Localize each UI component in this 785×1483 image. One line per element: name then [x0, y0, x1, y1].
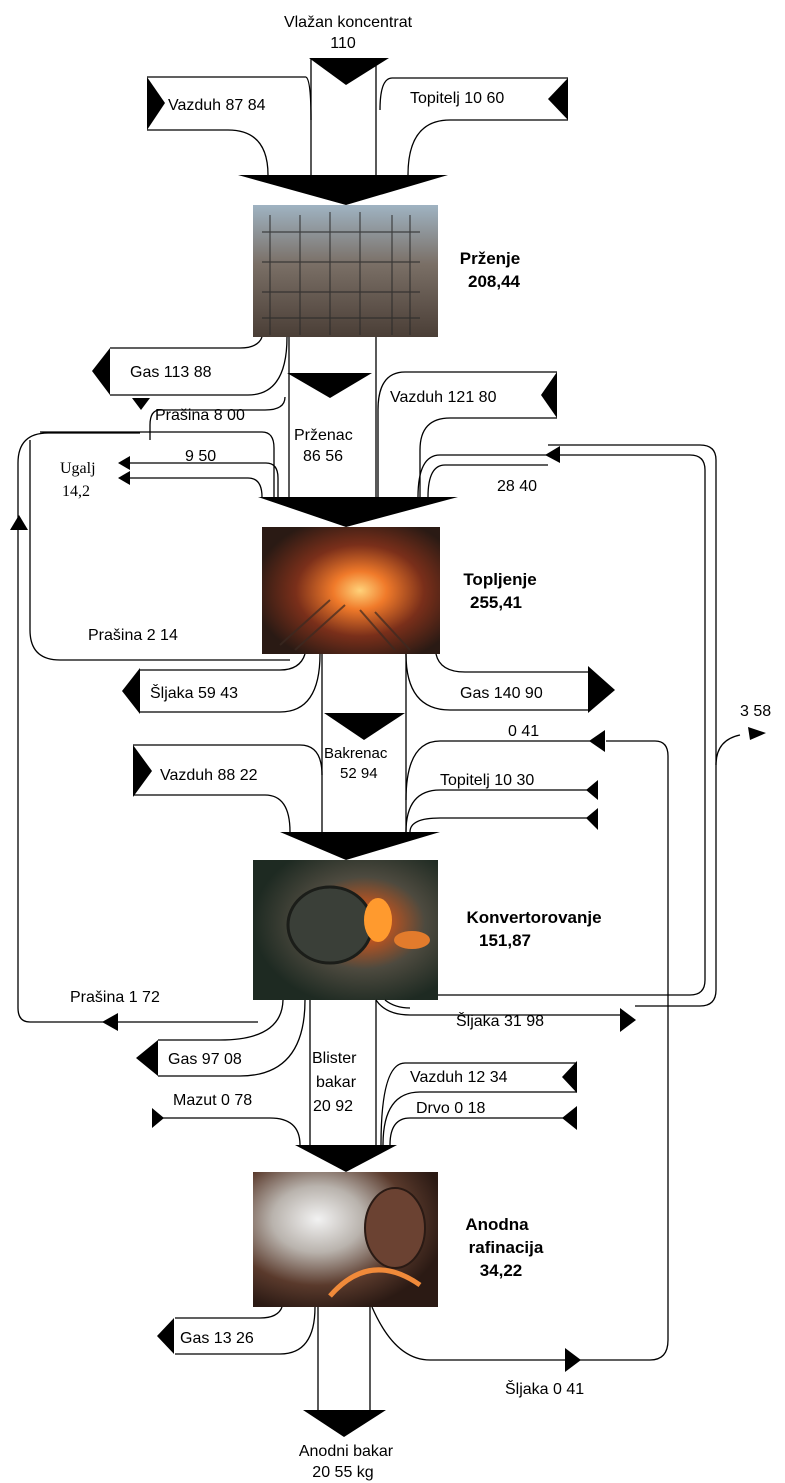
matte-label-1: Bakrenac [324, 745, 388, 762]
converting-value: 151,87 [479, 931, 531, 950]
recycle-950-label: 9 50 [185, 448, 216, 465]
blister-flow: Blister bakar 20 92 [309, 1000, 377, 1145]
recycle-041-line: 0 41 [405, 723, 669, 1361]
air-roast-label: Vazduh 87 84 [168, 97, 266, 114]
air-smelt-label: Vazduh 121 80 [390, 389, 497, 406]
fuel-ref-label: Mazut 0 78 [173, 1092, 252, 1109]
anode-casting-wheel [328, 1267, 422, 1298]
flux-roast-label: Topitelj 10 60 [410, 90, 504, 107]
flux-conv-inflow: Topitelj 10 30 [405, 772, 598, 833]
flux-conv-label: Topitelj 10 30 [440, 772, 534, 789]
matte-label-2: 52 94 [340, 765, 378, 782]
calcine-flow: Prženac 86 56 [287, 337, 377, 497]
dust-roast-outflow: Prašina 8 00 [132, 396, 286, 440]
output-358-label: 3 58 [740, 703, 771, 720]
slag-conv-outflow: Šljaka 31 98 [375, 999, 636, 1032]
roasting-plant-photo [253, 205, 438, 337]
matte-flow: Bakrenac 52 94 [321, 654, 407, 832]
refining-name-1: Anodna [465, 1215, 529, 1234]
converter-vessel [286, 885, 374, 965]
conv-feed-arrowhead [280, 832, 440, 860]
blister-label-1: Blister [312, 1050, 357, 1067]
smelting-value: 255,41 [470, 593, 522, 612]
wood-ref-inflow: Drvo 0 18 [389, 1100, 577, 1146]
gas-ref-outflow: Gas 13 26 [157, 1306, 316, 1355]
gas-conv-outflow: Gas 97 08 [136, 999, 306, 1077]
roasting-name: Prženje [460, 249, 520, 268]
roasting-value: 208,44 [468, 272, 521, 291]
calcine-label-1: Prženac [294, 427, 353, 444]
slag-smelt-outflow: Šljaka 59 43 [122, 653, 321, 714]
smelting-furnace-photo [262, 527, 440, 654]
air-ref-label: Vazduh 12 34 [410, 1069, 508, 1086]
recycle-041-label: 0 41 [508, 723, 539, 740]
converting-name: Konvertorovanje [466, 908, 601, 927]
smelting-rails [279, 599, 411, 651]
recycle-2840-label: 28 40 [497, 478, 537, 495]
slag-conv-label: Šljaka 31 98 [456, 1011, 544, 1030]
dust-conv-outflow: Prašina 1 72 [70, 989, 160, 1031]
roast-feed-arrowhead [238, 175, 448, 205]
smelt-feed-arrowhead [258, 497, 458, 527]
gas-smelt-label: Gas 140 90 [460, 685, 543, 702]
flux-roast-inflow: Topitelj 10 60 [379, 77, 568, 176]
dust-smelt-label: Prašina 2 14 [88, 627, 178, 644]
blister-label-3: 20 92 [313, 1098, 353, 1115]
smelting-stage: Topljenje 255,41 [262, 527, 537, 654]
gas-roast-label: Gas 113 88 [130, 364, 212, 381]
slag-recycle-loop: 28 40 3 58 [400, 444, 771, 1007]
air-roast-inflow: Vazduh 87 84 [147, 76, 312, 176]
ref-feed-arrowhead [295, 1145, 397, 1172]
dust-recycle-loops: 9 50 Ugalj 14,2 [10, 431, 290, 1023]
refining-value: 34,22 [480, 1261, 523, 1280]
air-smelt-inflow: Vazduh 121 80 [377, 371, 557, 497]
fuel-ref-inflow: Mazut 0 78 [152, 1092, 301, 1146]
smelting-name: Topljenje [463, 570, 536, 589]
gas-conv-label: Gas 97 08 [168, 1051, 242, 1068]
roasting-stage: Prženje 208,44 [253, 205, 521, 337]
refining-furnace [364, 1187, 426, 1269]
refining-name-2: rafinacija [469, 1238, 544, 1257]
concentrate-inflow [309, 58, 389, 175]
converter-mouth-glow [364, 898, 392, 942]
refining-stage: Anodna rafinacija 34,22 [253, 1172, 544, 1307]
coal-label-1: Ugalj [60, 460, 96, 477]
blister-label-2: bakar [316, 1074, 357, 1091]
air-ref-inflow: Vazduh 12 34 [380, 1061, 577, 1146]
anode-label-1: Anodni bakar [299, 1443, 394, 1460]
slag-smelt-label: Šljaka 59 43 [150, 683, 238, 702]
air-conv-inflow: Vazduh 88 22 [133, 744, 323, 833]
ladle-glow [394, 931, 430, 949]
concentrate-label: Vlažan koncentrat [284, 14, 413, 31]
dust-conv-label: Prašina 1 72 [70, 989, 160, 1006]
calcine-label-2: 86 56 [303, 448, 343, 465]
concentrate-value: 110 [330, 35, 356, 52]
converting-stage: Konvertorovanje 151,87 [253, 860, 602, 1000]
anode-label-2: 20 55 kg [312, 1464, 373, 1481]
air-conv-label: Vazduh 88 22 [160, 767, 258, 784]
wood-ref-label: Drvo 0 18 [416, 1100, 485, 1117]
gas-smelt-outflow: Gas 140 90 [405, 653, 615, 713]
slag-ref-outflow: Šljaka 0 41 [371, 1306, 584, 1398]
roasting-structure-lines [262, 212, 420, 335]
coal-label-2: 14,2 [62, 483, 90, 500]
gas-ref-label: Gas 13 26 [180, 1330, 254, 1347]
gas-roast-outflow: Gas 113 88 [92, 336, 288, 396]
dust-roast-label: Prašina 8 00 [155, 407, 245, 424]
slag-ref-label: Šljaka 0 41 [505, 1379, 584, 1398]
anode-copper-outflow: Anodni bakar 20 55 kg [299, 1307, 394, 1481]
